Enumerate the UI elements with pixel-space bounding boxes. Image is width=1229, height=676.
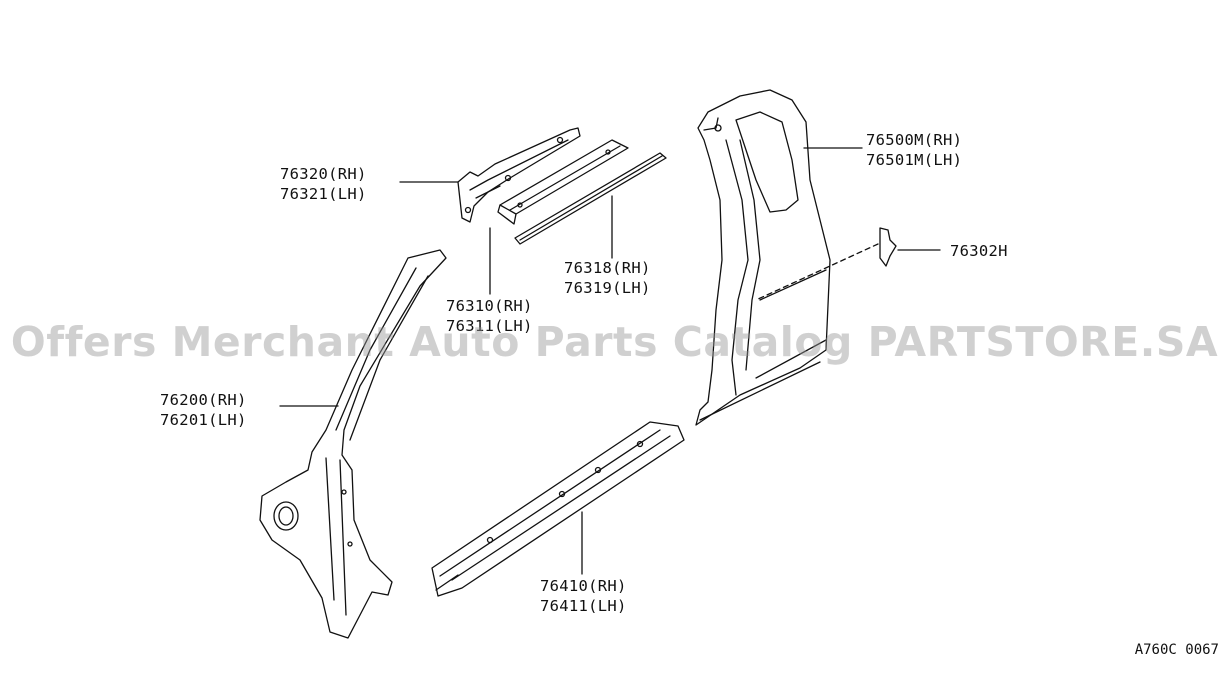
callout-76320: 76320(RH) 76321(LH) <box>280 165 367 203</box>
callout-76500M: 76500M(RH) 76501M(LH) <box>866 131 963 169</box>
leader-lines <box>279 147 941 575</box>
callout-76200: 76200(RH) 76201(LH) <box>160 391 247 429</box>
part-76302H-clip[interactable] <box>755 227 897 301</box>
part-76320-roof-bracket[interactable] <box>457 127 581 223</box>
watermark: Offers Merchant Auto Parts Catalog PARTS… <box>10 318 1219 366</box>
diagram-code: A760C 0067 <box>1134 642 1219 658</box>
part-76200-front-pillar[interactable] <box>259 249 447 639</box>
part-76310-inner-rail[interactable] <box>497 139 629 225</box>
part-76318-rail-strip[interactable] <box>514 152 667 245</box>
callout-76310: 76310(RH) 76311(LH) <box>446 297 533 335</box>
callout-76410: 76410(RH) 76411(LH) <box>540 577 627 615</box>
part-76500M-body-side[interactable] <box>695 89 831 426</box>
callout-76318: 76318(RH) 76319(LH) <box>564 259 651 297</box>
part-76410-sill[interactable] <box>431 421 685 597</box>
callout-76302H: 76302H <box>950 242 1008 260</box>
